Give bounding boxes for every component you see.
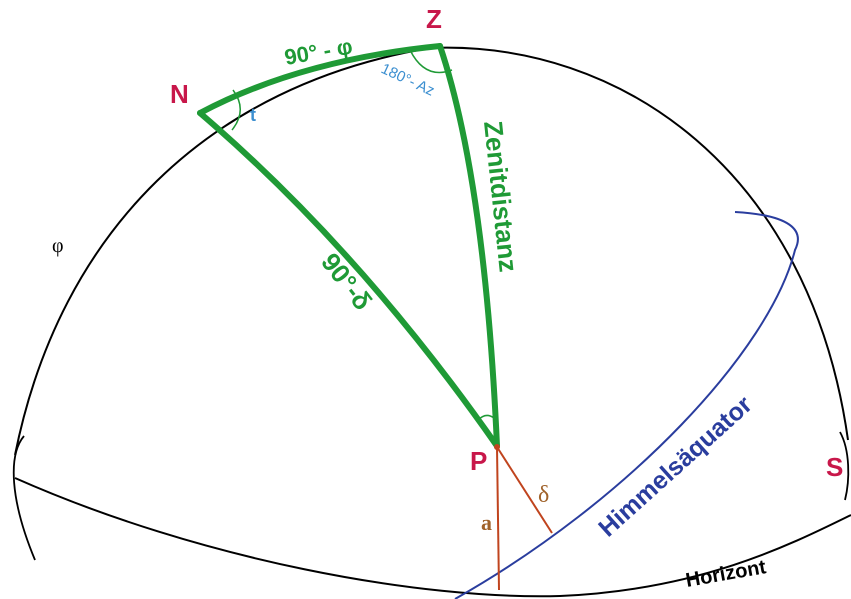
celestial-equator-line xyxy=(454,211,799,599)
label-latitude: φ xyxy=(52,235,64,257)
arc-north-zenith xyxy=(197,43,443,116)
label-celestial-equator: Himmelsäquator xyxy=(593,390,758,542)
declination-line xyxy=(496,446,553,534)
label-star: P xyxy=(470,446,487,476)
label-north: N xyxy=(170,79,189,109)
altitude-line xyxy=(496,446,500,591)
sphere-left-hook xyxy=(12,435,36,561)
angle-arc-star xyxy=(477,414,495,421)
angle-arc-t xyxy=(231,89,241,131)
label-declination: δ xyxy=(538,482,549,508)
label-angle-az: 180°- Az xyxy=(378,60,437,99)
horizon-line xyxy=(14,477,851,598)
arc-north-star xyxy=(197,110,500,449)
arc-zenith-star xyxy=(437,43,500,449)
label-zenith-distance: Zenitdistanz xyxy=(478,119,524,273)
label-horizon: Horizont xyxy=(684,556,768,592)
star-point xyxy=(494,444,500,450)
label-angle-t: t xyxy=(250,105,256,125)
label-south: S xyxy=(826,452,843,482)
sphere-right-hook xyxy=(839,431,850,501)
label-altitude: a xyxy=(481,510,492,535)
label-zenith: Z xyxy=(426,4,442,34)
angle-arc-azimuth xyxy=(409,49,453,74)
sphere-outline xyxy=(14,46,849,456)
